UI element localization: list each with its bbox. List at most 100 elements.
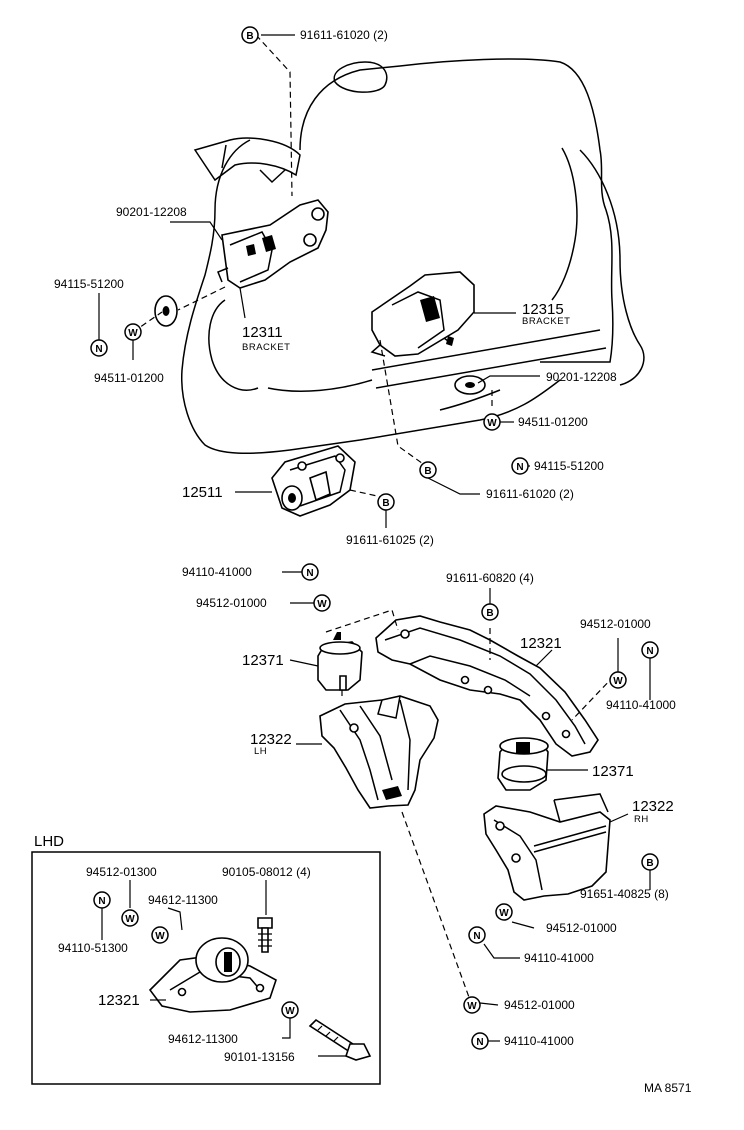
lhd-inset — [31, 851, 381, 1085]
symbol-n-3: N — [301, 563, 319, 581]
symbol-w-3: W — [313, 594, 331, 612]
symbol-w-5: W — [495, 903, 513, 921]
label-12311-bracket: BRACKET — [242, 342, 290, 353]
label-12322-rh: 12322 — [632, 798, 674, 815]
symbol-b-3: B — [377, 493, 395, 511]
label-94512-01300: 94512-01300 — [86, 865, 157, 879]
insulator-12321-lhd — [148, 937, 277, 1013]
symbol-w-lhd-3: W — [281, 1001, 299, 1019]
label-94110-51300: 94110-51300 — [58, 941, 128, 955]
lhd-title: LHD — [34, 833, 64, 850]
svg-text:W: W — [487, 418, 497, 429]
label-94512-01000-a: 94512-01000 — [196, 596, 267, 610]
label-94115-51200-left: 94115-51200 — [54, 277, 124, 291]
svg-text:B: B — [646, 858, 653, 869]
label-12321-lhd: 12321 — [98, 992, 140, 1009]
svg-text:N: N — [98, 896, 105, 907]
diagram-code: MA 8571 — [644, 1081, 692, 1095]
lhd-leader-3 — [167, 907, 183, 931]
symbol-w-2: W — [483, 413, 501, 431]
symbol-w-4: W — [609, 671, 627, 689]
svg-text:B: B — [424, 466, 431, 477]
label-94511-01200-left: 94511-01200 — [94, 371, 164, 385]
svg-text:B: B — [382, 498, 389, 509]
washer-hole-right — [465, 382, 475, 388]
svg-text:W: W — [125, 914, 135, 925]
label-12322-lh: 12322 — [250, 731, 292, 748]
svg-text:W: W — [499, 908, 509, 919]
label-12322-lh-side: LH — [254, 746, 267, 757]
label-94512-01000-d: 94512-01000 — [504, 998, 575, 1012]
svg-text:W: W — [613, 676, 623, 687]
leader-lines — [98, 34, 651, 1042]
symbol-b-2: B — [419, 461, 437, 479]
label-90201-12208-right: 90201-12208 — [546, 370, 617, 384]
bracket-12311 — [217, 199, 329, 289]
label-91611-61020-mid: 91611-61020 (2) — [486, 487, 574, 501]
svg-text:W: W — [128, 328, 138, 339]
label-12371-left: 12371 — [242, 652, 284, 669]
symbol-w-lhd-1: W — [121, 909, 139, 927]
label-90105-08012: 90105-08012 (4) — [222, 865, 311, 879]
symbol-b-1: B — [241, 26, 259, 44]
svg-text:W: W — [317, 599, 327, 610]
symbol-w-lhd-2: W — [151, 926, 169, 944]
bracket-12322-rh — [483, 793, 611, 901]
svg-text:W: W — [285, 1006, 295, 1017]
insulator-12371-right — [497, 737, 549, 791]
bracket-12322-lh — [319, 695, 439, 809]
label-94110-41000-b: 94110-41000 — [606, 698, 676, 712]
label-12315: 12315 — [522, 301, 564, 318]
label-12371-right: 12371 — [592, 763, 634, 780]
bracket-12315 — [370, 271, 475, 357]
svg-text:W: W — [467, 1001, 477, 1012]
symbol-n-lhd: N — [93, 891, 111, 909]
washer-hole-left — [162, 306, 170, 316]
svg-text:N: N — [516, 462, 523, 473]
svg-text:N: N — [95, 344, 102, 355]
label-90201-12208-left: 90201-12208 — [116, 205, 187, 219]
label-94110-41000-c: 94110-41000 — [524, 951, 594, 965]
label-94511-01200-right: 94511-01200 — [518, 415, 588, 429]
svg-text:N: N — [473, 931, 480, 942]
label-94110-41000-a: 94110-41000 — [182, 565, 252, 579]
lhd-frame — [31, 851, 381, 1085]
svg-text:B: B — [486, 608, 493, 619]
label-90101-13156: 90101-13156 — [224, 1050, 295, 1064]
symbol-n-4: N — [641, 641, 659, 659]
svg-text:N: N — [646, 646, 653, 657]
symbol-w-1: W — [124, 323, 142, 341]
svg-text:W: W — [155, 931, 165, 942]
svg-text:N: N — [306, 568, 313, 579]
lhd-leader-6 — [282, 1016, 291, 1039]
symbol-n-6: N — [471, 1032, 489, 1050]
symbol-n-5: N — [468, 926, 486, 944]
label-12311: 12311 — [242, 324, 283, 341]
engine-outline — [181, 58, 645, 455]
label-91611-61020-top: 91611-61020 (2) — [300, 28, 388, 42]
label-94612-11300-b: 94612-11300 — [168, 1032, 238, 1046]
symbol-n-2: N — [511, 457, 529, 475]
insulator-12371-left — [317, 632, 363, 696]
label-12315-bracket: BRACKET — [522, 316, 570, 327]
symbol-w-6: W — [463, 996, 481, 1014]
svg-text:N: N — [476, 1037, 483, 1048]
svg-text:B: B — [246, 31, 253, 42]
label-94612-11300-a: 94612-11300 — [148, 893, 218, 907]
symbol-b-5: B — [641, 853, 659, 871]
label-91611-60820: 91611-60820 (4) — [446, 571, 534, 585]
symbol-b-4: B — [481, 603, 499, 621]
label-94115-51200-right: 94115-51200 — [534, 459, 604, 473]
label-12322-rh-side: RH — [634, 814, 649, 825]
label-94512-01000-b: 94512-01000 — [580, 617, 651, 631]
label-12321: 12321 — [520, 635, 562, 652]
label-94110-41000-d: 94110-41000 — [504, 1034, 574, 1048]
bolt-90105-lhd — [257, 917, 273, 953]
label-91651-40825: 91651-40825 (8) — [580, 887, 669, 901]
mount-12511 — [271, 445, 356, 517]
symbol-n-1: N — [90, 339, 108, 357]
label-12511: 12511 — [182, 484, 223, 501]
label-94512-01000-c: 94512-01000 — [546, 921, 617, 935]
